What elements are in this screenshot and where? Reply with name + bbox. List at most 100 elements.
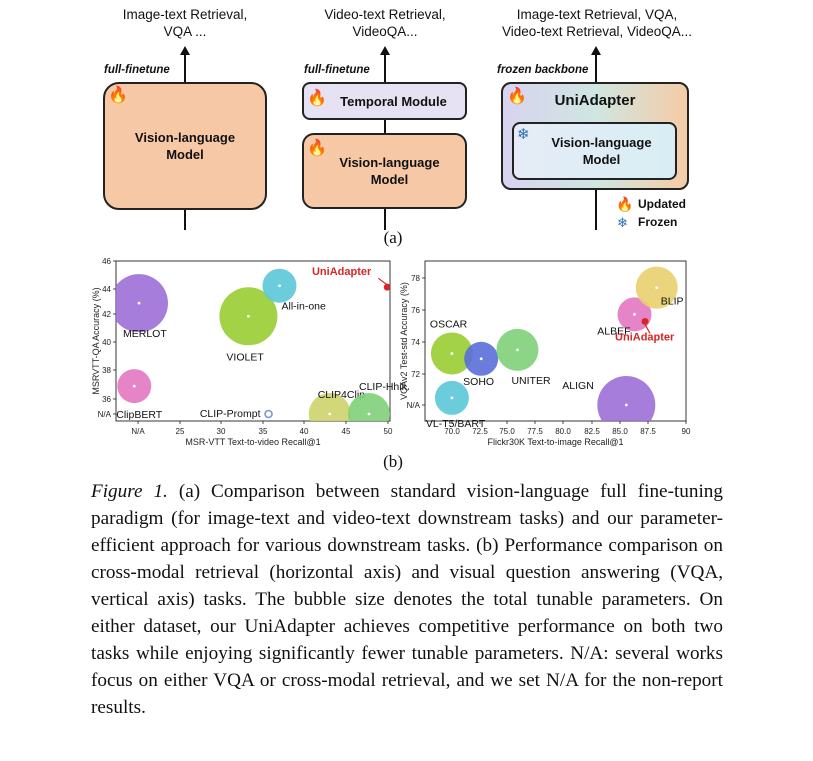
bubble-clip4clip [308, 393, 351, 421]
frozen-vl-model-box: Vision-language Model [512, 122, 677, 180]
legend-updated-label: Updated [638, 197, 686, 211]
bubble-label-vl-t5-bart: VL-T5/BART [426, 418, 486, 430]
caption-text: (a) Comparison between standard vision-l… [91, 481, 723, 718]
panel3-arrow-top [595, 54, 597, 84]
panel3-tasks-line2: Video-text Retrieval, VideoQA... [501, 24, 693, 39]
bubble-center-dot [479, 357, 483, 361]
bubble-center-dot [132, 384, 136, 388]
bubble-center-dot [247, 314, 250, 318]
y-tick-label: 38 [102, 366, 111, 375]
bubble-center-dot [328, 412, 332, 416]
panel1-tasks-line2: VQA ... [163, 24, 207, 39]
panel2-box-line1: Vision-language [339, 155, 440, 170]
bubble-label-clip-hhiker: CLIP-Hhiker [359, 381, 406, 393]
bubble-label-blip: BLIP [661, 296, 684, 308]
sublabel-b: (b) [383, 452, 403, 471]
bubble-label-violet: VIOLET [226, 351, 264, 363]
temporal-module-label: Temporal Module [340, 93, 447, 109]
x-tick-label: 35 [259, 427, 268, 436]
x-tick-label: 87.5 [640, 427, 656, 436]
panel1-tasks: Image-text Retrieval, VQA ... [100, 6, 270, 40]
caption-figure-label: Figure 1. [91, 481, 168, 502]
panel1-arrow-bottom [184, 210, 186, 230]
y-tick-label: N/A [407, 401, 421, 410]
bubble-uniadapter [641, 317, 649, 325]
bubble-label-all-in-one: All-in-one [281, 301, 326, 313]
y-tick-label: 78 [411, 274, 420, 283]
panel3-mode-label: frozen backbone [497, 64, 589, 76]
x-tick-label: N/A [131, 427, 145, 436]
bubble-center-dot [655, 286, 659, 290]
bubble-center-dot [450, 396, 454, 400]
panel2-tasks-line2: VideoQA... [352, 24, 418, 39]
bubble-center-dot [516, 348, 519, 352]
y-tick-label: 42 [102, 310, 111, 319]
bubble-align [597, 376, 656, 421]
panel2-arrow-top [384, 54, 386, 84]
panel1-tasks-line1: Image-text Retrieval, [122, 7, 248, 22]
x-axis-label: Flickr30K Text-to-image Recall@1 [487, 437, 623, 447]
panel2-arrow-bottom [384, 209, 386, 230]
panel1-mode-label: full-finetune [104, 64, 170, 76]
uniadapter-pointer [377, 277, 387, 285]
bubble-label-uniadapter: UniAdapter [615, 331, 675, 343]
x-tick-label: 72.5 [472, 427, 488, 436]
uniadapter-label: UniAdapter [554, 92, 636, 109]
sublabel-a: (a) [383, 228, 403, 247]
y-tick-label: N/A [98, 410, 112, 419]
legend-frozen-label: Frozen [638, 215, 678, 229]
y-axis-label: MSRVTT-QA Accuracy (%) [91, 287, 101, 394]
y-tick-label: 72 [411, 370, 420, 379]
x-tick-label: 70.0 [444, 427, 460, 436]
x-tick-label: 40 [300, 427, 309, 436]
uniadapter-pointer [644, 324, 651, 334]
panel2-mode-label: full-finetune [304, 64, 370, 76]
flame-icon: 🔥 [108, 87, 128, 104]
y-tick-label: 76 [411, 306, 420, 315]
x-tick-label: 75.0 [499, 427, 515, 436]
x-tick-label: 77.5 [527, 427, 543, 436]
panel3-tasks: Image-text Retrieval, VQA, Video-text Re… [482, 6, 712, 40]
panel2-arrow-mid [384, 120, 386, 134]
bubble-label-align: ALIGN [562, 380, 594, 392]
legend-snowflake-icon: ❄ [617, 215, 628, 230]
x-tick-label: 25 [176, 427, 185, 436]
panel3-inner-line1: Vision-language [551, 135, 652, 150]
bubble-label-oscar: OSCAR [430, 318, 468, 330]
bubble-center-dot [624, 403, 628, 407]
x-axis-label: MSR-VTT Text-to-video Recall@1 [185, 437, 320, 447]
bubble-center-dot [633, 312, 636, 316]
panel3-inner-line2: Model [582, 152, 621, 167]
temporal-module-box: Temporal Module [302, 82, 467, 120]
bubble-label-soho: SOHO [463, 376, 494, 388]
y-tick-label: 36 [102, 395, 111, 404]
flame-icon: 🔥 [307, 140, 327, 157]
bubble-clip-prompt [264, 409, 273, 419]
panel2-vl-model-box: Vision-language Model [302, 133, 467, 209]
y-axis-label: VQAv2 Test-std Accuracy (%) [399, 282, 409, 400]
x-tick-label: 50 [384, 427, 393, 436]
bubble-center-dot [367, 412, 371, 416]
bubble-center-dot [450, 352, 454, 355]
snowflake-icon: ❄ [517, 126, 530, 143]
panel3-tasks-line1: Image-text Retrieval, VQA, [516, 7, 678, 22]
figure-caption: Figure 1. (a) Comparison between standar… [91, 478, 723, 721]
bubble-clip-hhiker [347, 393, 390, 421]
panel1-arrow-top [184, 54, 186, 84]
panel3-arrow-head [591, 46, 601, 55]
bubble-label-merlot: MERLOT [123, 328, 167, 340]
flame-icon: 🔥 [307, 90, 327, 107]
bubble-label-clip-prompt: CLIP-Prompt [200, 408, 261, 420]
legend-flame-icon: 🔥 [616, 196, 634, 212]
panel2-tasks: Video-text Retrieval, VideoQA... [300, 6, 470, 40]
panel1-box-line1: Vision-language [134, 130, 236, 145]
panel2-arrow-head [380, 46, 390, 55]
bubble-label-clip4clip: CLIP4Clip [318, 389, 365, 401]
y-tick-label: 44 [102, 285, 111, 294]
bubble-label-uniter: UNITER [511, 375, 551, 387]
bubble-label-albef: ALBEF [597, 325, 630, 337]
bubble-center-dot [278, 284, 281, 288]
y-tick-label: 74 [411, 338, 420, 347]
panel1-arrow-head [180, 46, 190, 55]
